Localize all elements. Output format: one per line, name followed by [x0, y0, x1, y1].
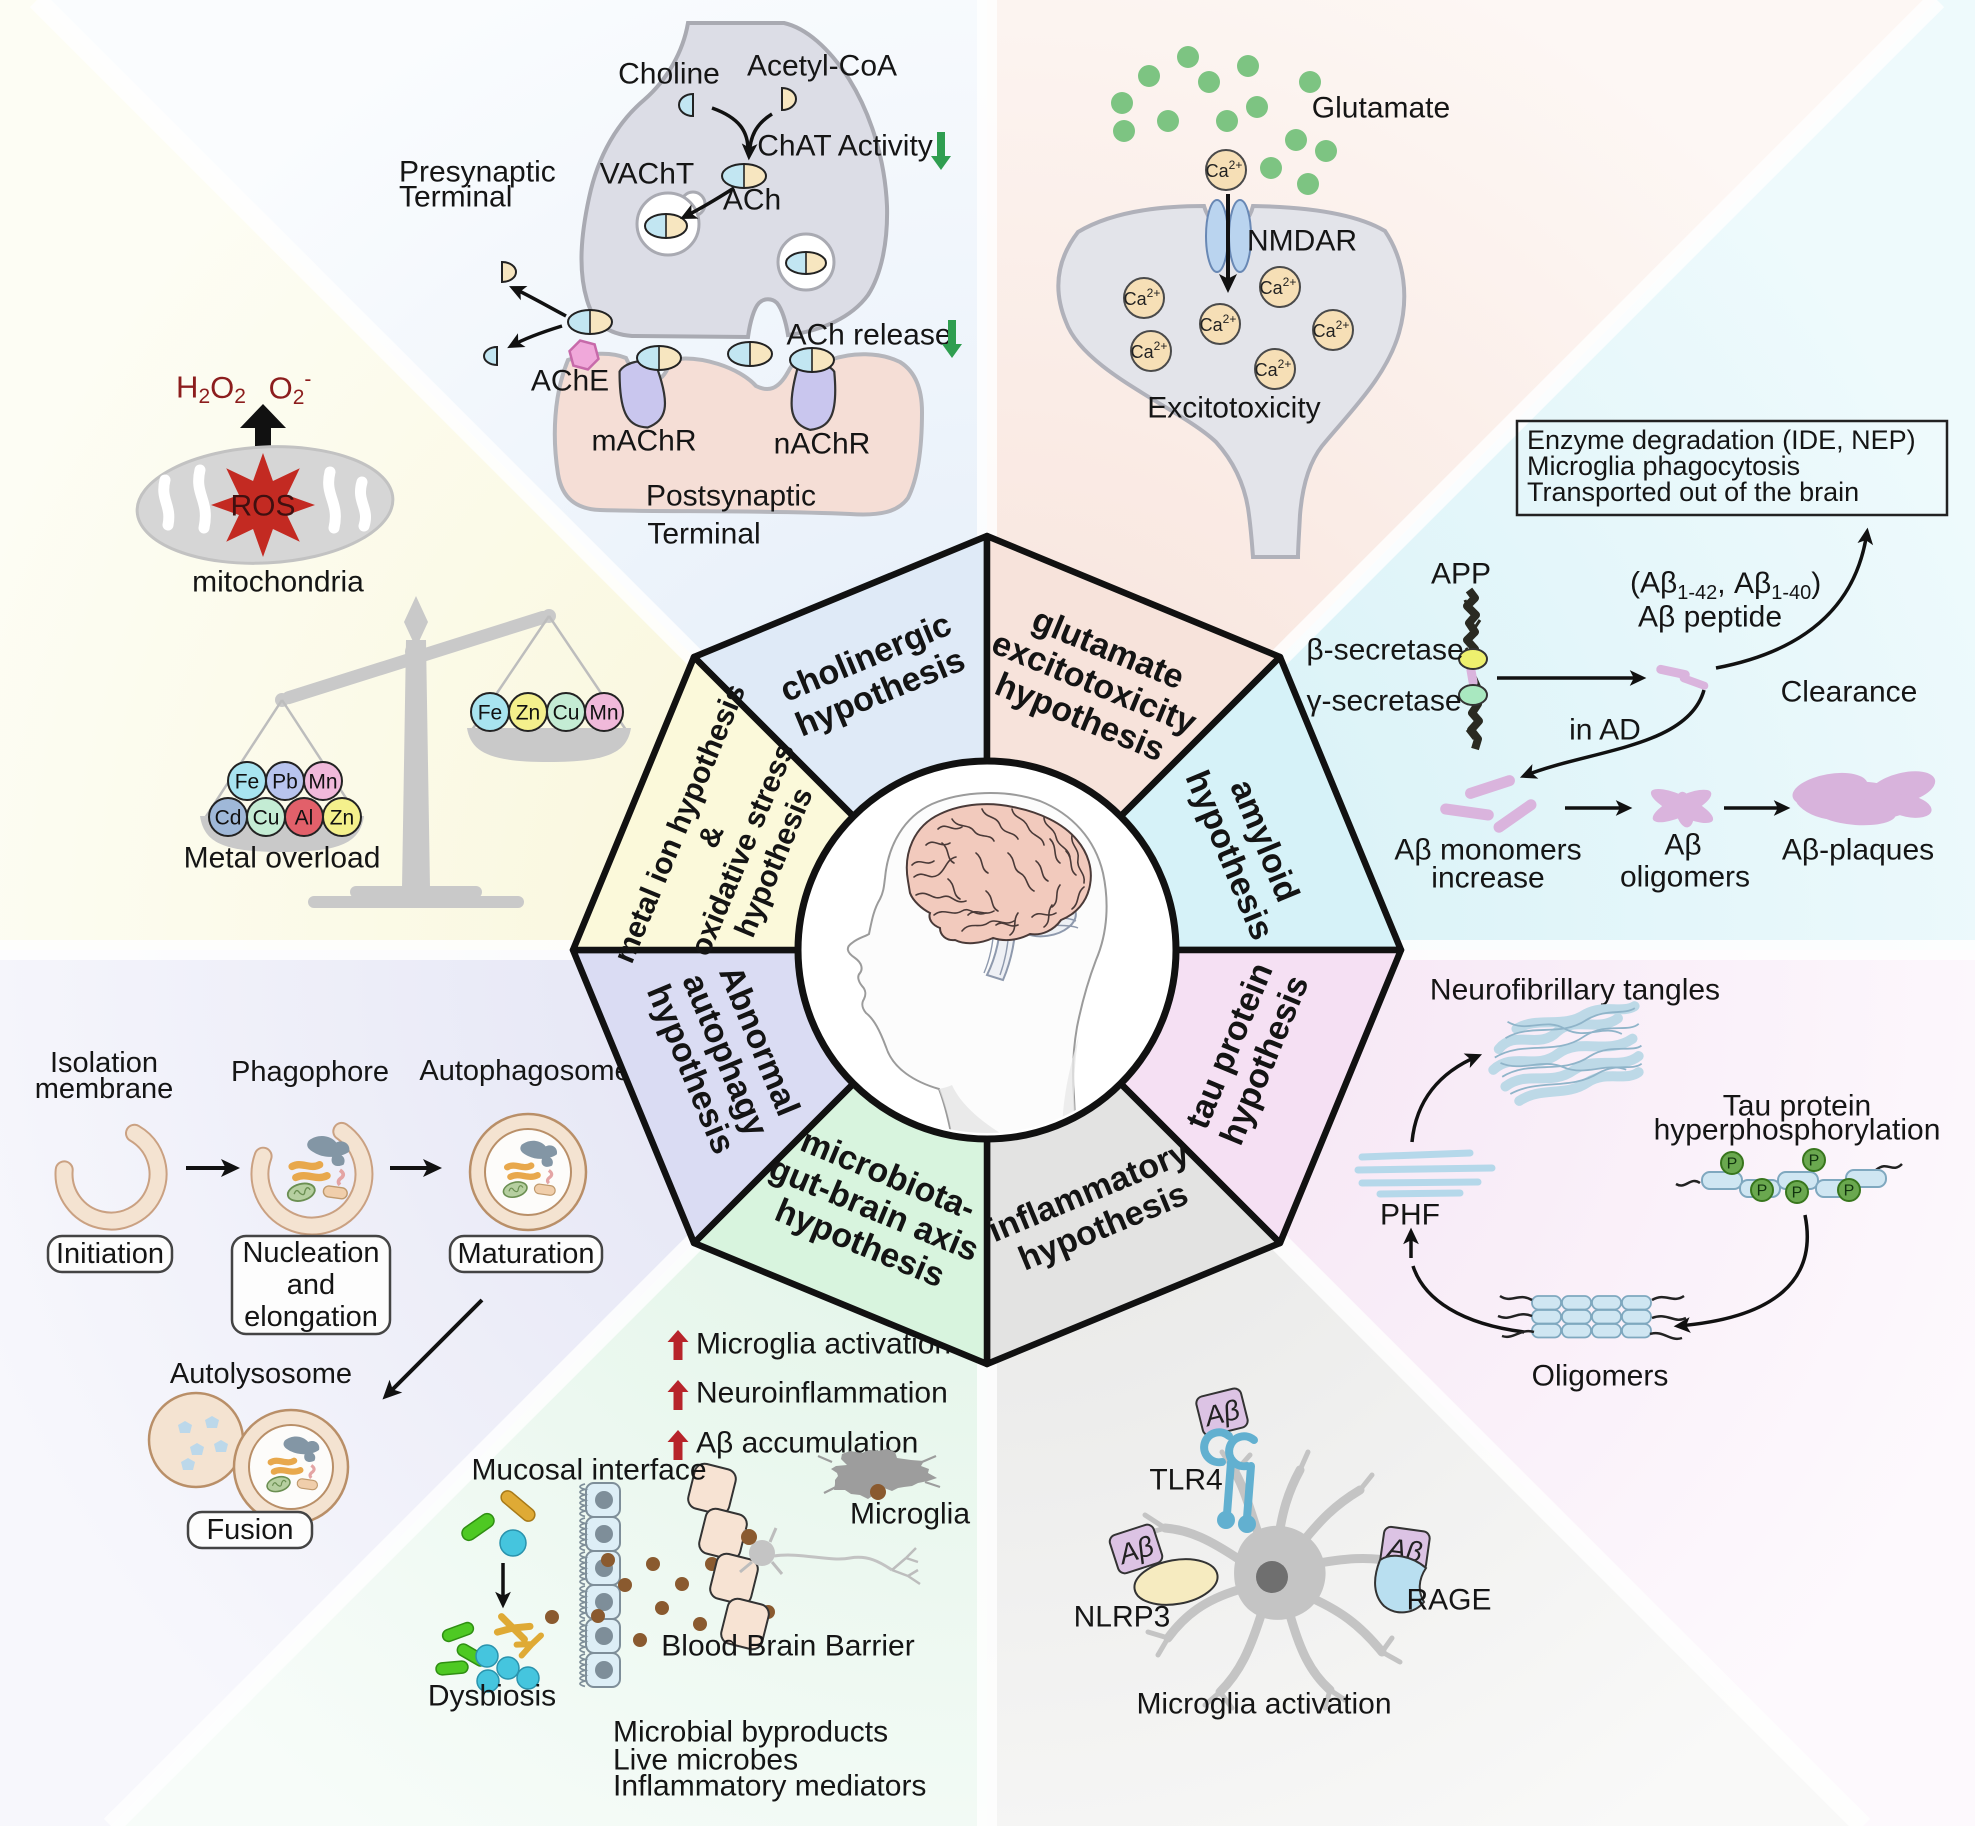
svg-text:ROS: ROS	[230, 490, 295, 523]
svg-text:Zn: Zn	[330, 807, 355, 830]
svg-text:Acetyl-CoA: Acetyl-CoA	[747, 50, 897, 83]
svg-text:Excitotoxicity: Excitotoxicity	[1147, 392, 1320, 425]
svg-text:Mn: Mn	[308, 771, 337, 794]
svg-text:Isolation: Isolation	[50, 1047, 158, 1079]
svg-text:Aβ: Aβ	[1664, 829, 1701, 862]
svg-text:Aβ peptide: Aβ peptide	[1638, 601, 1782, 634]
svg-text:Oligomers: Oligomers	[1532, 1360, 1669, 1393]
svg-text:Cu: Cu	[253, 807, 280, 830]
svg-text:NMDAR: NMDAR	[1247, 225, 1357, 258]
svg-text:Pb: Pb	[272, 771, 298, 794]
svg-text:Glutamate: Glutamate	[1312, 92, 1450, 125]
svg-text:Nucleation: Nucleation	[242, 1237, 379, 1269]
svg-text:Microglia activation: Microglia activation	[1136, 1688, 1391, 1721]
svg-text:Terminal: Terminal	[399, 181, 512, 214]
svg-text:mitochondria: mitochondria	[192, 566, 364, 599]
svg-text:increase: increase	[1431, 862, 1544, 895]
svg-text:AChE: AChE	[531, 365, 609, 398]
svg-text:Zn: Zn	[516, 702, 541, 725]
svg-text:Autolysosome: Autolysosome	[170, 1358, 352, 1390]
svg-text:Phagophore: Phagophore	[231, 1056, 389, 1088]
svg-text:γ-secretase: γ-secretase	[1306, 685, 1461, 718]
svg-text:Enzyme degradation (IDE, NEP): Enzyme degradation (IDE, NEP)	[1527, 425, 1916, 455]
svg-text:VAChT: VAChT	[600, 158, 694, 191]
svg-text:Clearance: Clearance	[1781, 676, 1918, 709]
svg-text:elongation: elongation	[244, 1301, 378, 1333]
svg-text:P: P	[1844, 1183, 1855, 1200]
svg-text:Neuroinflammation: Neuroinflammation	[696, 1377, 948, 1410]
svg-text:H2O2: H2O2	[176, 370, 246, 408]
svg-text:Blood Brain Barrier: Blood Brain Barrier	[661, 1630, 914, 1663]
svg-text:Fe: Fe	[235, 771, 260, 794]
svg-text:Transported out of the brain: Transported out of the brain	[1527, 477, 1859, 507]
svg-text:PHF: PHF	[1380, 1199, 1440, 1232]
svg-text:membrane: membrane	[35, 1073, 174, 1105]
svg-text:Choline: Choline	[618, 58, 720, 91]
svg-text:Live microbes: Live microbes	[613, 1744, 798, 1777]
svg-text:Presynaptic: Presynaptic	[399, 156, 556, 189]
svg-text:Microbial byproducts: Microbial byproducts	[613, 1716, 888, 1749]
svg-text:Dysbiosis: Dysbiosis	[428, 1680, 556, 1713]
svg-text:P: P	[1757, 1183, 1768, 1200]
svg-text:Microglia: Microglia	[850, 1498, 970, 1531]
svg-text:Cd: Cd	[215, 807, 242, 830]
svg-text:and: and	[287, 1269, 335, 1301]
svg-text:Inflammatory mediators: Inflammatory mediators	[613, 1770, 926, 1803]
svg-text:Autophagosome: Autophagosome	[419, 1055, 630, 1087]
svg-text:nAChR: nAChR	[774, 428, 871, 461]
svg-text:Metal overload: Metal overload	[184, 842, 381, 875]
svg-text:Mn: Mn	[589, 702, 618, 725]
svg-text:Initiation: Initiation	[56, 1238, 164, 1270]
svg-text:P: P	[1792, 1185, 1803, 1202]
svg-text:Postsynaptic: Postsynaptic	[646, 480, 816, 513]
svg-text:APP: APP	[1431, 558, 1491, 591]
svg-text:Microglia phagocytosis: Microglia phagocytosis	[1527, 451, 1800, 481]
svg-text:NLRP3: NLRP3	[1074, 1601, 1171, 1634]
svg-text:Aβ monomers: Aβ monomers	[1394, 834, 1581, 867]
svg-text:mAChR: mAChR	[591, 425, 696, 458]
svg-text:Terminal: Terminal	[647, 518, 760, 551]
svg-text:Tau protein: Tau protein	[1723, 1090, 1871, 1123]
svg-text:ACh release: ACh release	[786, 319, 951, 352]
svg-text:Neurofibrillary tangles: Neurofibrillary tangles	[1430, 974, 1720, 1007]
svg-text:in AD: in AD	[1569, 714, 1641, 747]
svg-text:Al: Al	[295, 807, 314, 830]
svg-text:TLR4: TLR4	[1149, 1464, 1222, 1497]
svg-text:hyperphosphorylation: hyperphosphorylation	[1654, 1114, 1941, 1147]
svg-text:Maturation: Maturation	[457, 1238, 594, 1270]
svg-text:Aβ-plaques: Aβ-plaques	[1782, 834, 1934, 867]
svg-text:Fe: Fe	[478, 702, 503, 725]
svg-text:Cu: Cu	[553, 702, 580, 725]
svg-text:ChAT Activity: ChAT Activity	[757, 130, 933, 163]
svg-text:P: P	[1727, 1156, 1738, 1173]
svg-text:oligomers: oligomers	[1620, 861, 1750, 894]
svg-text:RAGE: RAGE	[1406, 1584, 1491, 1617]
svg-text:β-secretase: β-secretase	[1306, 634, 1463, 667]
svg-text:Fusion: Fusion	[206, 1514, 293, 1546]
svg-text:P: P	[1809, 1153, 1820, 1170]
svg-text:Mucosal interface: Mucosal interface	[471, 1454, 706, 1487]
svg-text:O2-: O2-	[269, 368, 312, 409]
